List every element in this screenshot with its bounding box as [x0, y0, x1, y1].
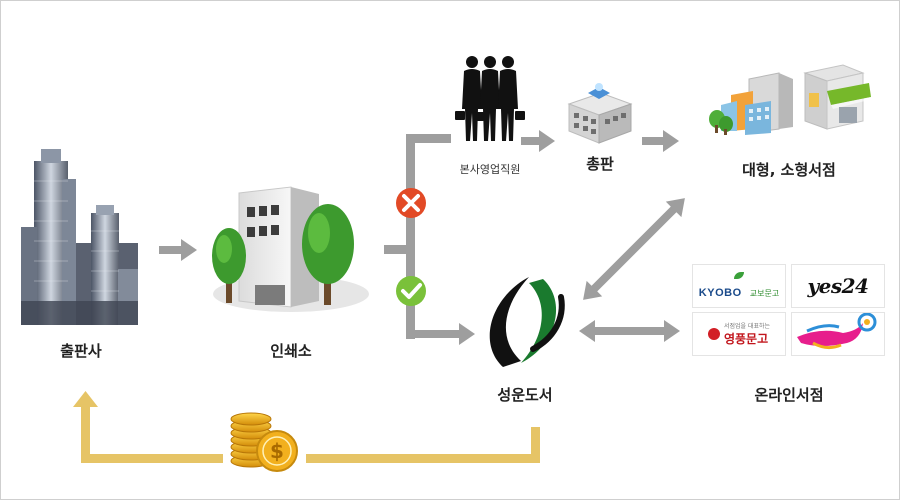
yes24-text: yes24	[807, 274, 869, 298]
kyobo-sub: 교보문고	[749, 289, 780, 298]
sales-staff-icon	[455, 56, 525, 141]
arrow-branch-to-seongun	[406, 323, 475, 345]
label-sales-staff: 본사영업직원	[459, 163, 521, 176]
connector-printer-branch	[384, 245, 407, 254]
youngpoong-tag: 서점업을 대표하는	[723, 323, 771, 330]
arrow-seongun-online	[579, 320, 680, 342]
aladin-logo	[791, 312, 885, 356]
arrow-publisher-to-printer	[159, 239, 197, 261]
arrow-bookstores-seongun	[583, 198, 685, 300]
connector-branch-top	[406, 134, 451, 143]
kyobo-name: KYOBO	[698, 287, 742, 299]
leaf-icon	[734, 272, 744, 279]
label-bookstores: 대형, 소형서점	[742, 161, 836, 179]
svg-text:$: $	[270, 439, 284, 463]
seal-icon	[707, 328, 720, 340]
youngpoong-logo: 서점업을 대표하는 영풍문고	[692, 312, 786, 356]
coin-stack-icon: $	[230, 412, 298, 472]
arrow-wholesaler-to-bookstores	[642, 130, 679, 152]
person-silhouette	[498, 56, 525, 141]
label-wholesaler: 총판	[586, 155, 614, 173]
connector-branch-vertical	[406, 134, 415, 339]
label-publisher: 출판사	[60, 342, 102, 360]
seongun-logo-icon	[489, 277, 565, 367]
bookstore-buildings-icon	[709, 64, 871, 135]
wholesaler-building-icon	[567, 83, 633, 144]
person-silhouette	[475, 56, 500, 141]
printer-building-icon	[212, 186, 369, 312]
small-bookstore-icon	[803, 64, 871, 130]
kyobo-logo: KYOBO 교보문고	[692, 264, 786, 308]
label-printer: 인쇄소	[270, 342, 312, 360]
yes24-logo: yes24	[791, 264, 885, 308]
youngpoong-text: 영풍문고	[723, 332, 769, 346]
check-mark-icon	[396, 276, 426, 306]
person-silhouette	[455, 56, 482, 141]
tree-left	[212, 228, 246, 303]
large-bookstore-icon	[709, 72, 793, 135]
online-lamp-logo-icon	[797, 312, 877, 350]
publisher-skyline-icon	[21, 149, 138, 325]
tree-right	[302, 204, 354, 305]
label-seongun: 성운도서	[497, 386, 553, 404]
arrow-staff-to-wholesaler	[521, 130, 555, 152]
return-payment-path	[73, 391, 540, 463]
flow-arrows	[159, 130, 680, 345]
return-arrowhead	[73, 391, 98, 407]
label-online: 온라인서점	[754, 386, 824, 404]
x-mark-icon	[396, 188, 426, 218]
